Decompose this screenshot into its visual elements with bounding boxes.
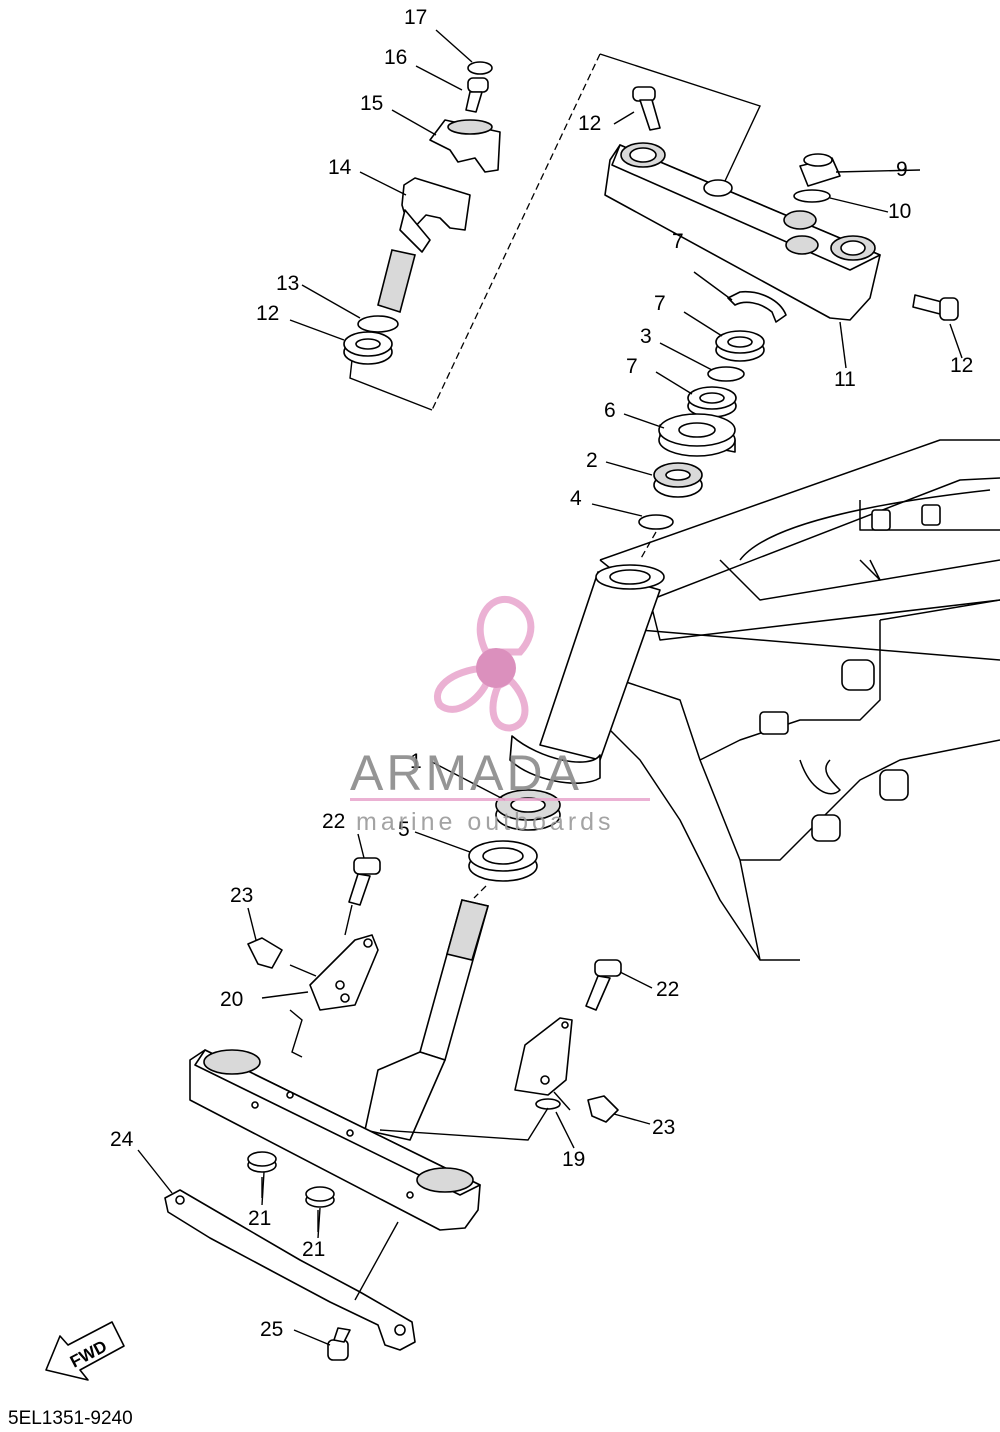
bearing-2 <box>653 462 703 498</box>
bracket-19 <box>514 1017 573 1110</box>
clip-23-right <box>587 1095 619 1123</box>
callout-12a: 12 <box>578 112 601 135</box>
bolt-25 <box>327 1327 351 1361</box>
washer-4 <box>638 514 674 530</box>
collar-21b <box>305 1186 335 1208</box>
under-bracket <box>189 1049 481 1231</box>
assembly-lines <box>261 885 549 1301</box>
callout-1: 1 <box>410 750 422 773</box>
callout-9: 9 <box>896 158 908 181</box>
callout-23a: 23 <box>230 884 253 907</box>
callout-22b: 22 <box>656 978 679 1001</box>
bolt-17 <box>465 77 489 113</box>
callout-2: 2 <box>586 449 598 472</box>
callout-12b: 12 <box>950 354 973 377</box>
damper-13 <box>343 331 393 365</box>
bolt-12-top <box>632 86 661 131</box>
callout-8: 7 <box>672 230 684 253</box>
diagram-code: 5EL1351-9240 <box>8 1408 133 1429</box>
callout-20: 20 <box>220 988 243 1011</box>
callout-5: 5 <box>398 818 410 841</box>
callout-21a: 21 <box>248 1207 271 1230</box>
ring-nut-7a <box>715 330 765 362</box>
clip-23-left <box>247 937 283 969</box>
callout-15: 14 <box>328 156 352 179</box>
bearing-1 <box>495 789 561 831</box>
callout-labels: 17 16 15 14 13 12 12 9 10 12 11 7 7 3 7 … <box>110 6 973 1341</box>
callout-23b: 23 <box>652 1116 675 1139</box>
callout-22a: 22 <box>322 810 345 833</box>
motorcycle-frame <box>599 439 1000 961</box>
propeller-logo-icon <box>434 595 535 732</box>
cable-guide-24 <box>164 1189 416 1351</box>
callout-10: 10 <box>888 200 911 223</box>
bolt-22-right <box>585 959 622 1011</box>
callout-18: 17 <box>404 6 427 29</box>
steering-stem <box>364 899 490 1141</box>
callout-13: 12 <box>256 302 279 325</box>
washer-3 <box>707 366 745 382</box>
washer-10 <box>793 189 831 203</box>
steering-head-tube <box>509 564 665 784</box>
callout-7a: 7 <box>654 292 666 315</box>
handlebar-holder-cap-16 <box>429 119 501 173</box>
bolt-22-left <box>348 857 381 906</box>
callout-11: 11 <box>834 368 856 391</box>
upper-bracket <box>604 142 881 321</box>
handlebar-holder-15 <box>377 177 471 314</box>
callout-4: 4 <box>570 487 582 510</box>
watermark: ARMADA marine outboards <box>350 595 650 836</box>
collar-21a <box>247 1151 277 1173</box>
callout-16: 15 <box>360 92 383 115</box>
fwd-arrow-icon: FWD <box>45 1321 125 1381</box>
lock-washer-8 <box>727 290 787 323</box>
callout-17: 16 <box>384 46 407 69</box>
callout-7b: 7 <box>626 355 638 378</box>
callout-21b: 21 <box>302 1238 325 1261</box>
bearing-cover-6 <box>658 413 736 457</box>
callout-14: 13 <box>276 272 299 295</box>
nut-9 <box>799 153 841 187</box>
bolt-12-right <box>912 294 959 321</box>
seal-5 <box>468 840 538 882</box>
watermark-tagline: marine outboards <box>356 808 615 836</box>
ring-nut-7b <box>687 386 737 418</box>
bracket-20 <box>309 934 379 1011</box>
callout-24: 24 <box>110 1128 134 1151</box>
leader-lines <box>137 29 963 1346</box>
washer-14 <box>357 315 399 333</box>
callout-3: 3 <box>640 325 652 348</box>
upper-assembly-outline <box>349 53 761 411</box>
callout-6: 6 <box>604 399 616 422</box>
cap-bolt-18 <box>467 61 493 75</box>
watermark-brand: ARMADA <box>350 745 582 801</box>
callout-19: 19 <box>562 1148 585 1171</box>
callout-25: 25 <box>260 1318 283 1341</box>
